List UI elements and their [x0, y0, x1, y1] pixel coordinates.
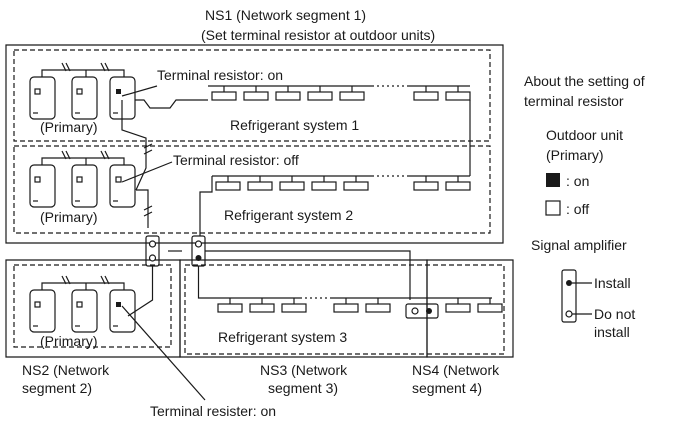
rs2-box: [13, 145, 491, 234]
rs1-signal-wire: [135, 99, 208, 109]
rs2-leader-line: [121, 161, 173, 183]
legend-heading-1: About the setting of: [524, 73, 645, 89]
rs1-indoor-units: [208, 85, 471, 101]
ns4-signal-amp: [405, 303, 439, 319]
legend-amp-symbol: [561, 269, 577, 323]
legend-on-label: : on: [566, 173, 589, 189]
legend-no-install-1: Do not: [594, 306, 635, 322]
rs3-resistor-on-marker: [116, 302, 121, 307]
legend-amp-heading: Signal amplifier: [531, 237, 627, 253]
rs1-primary-label: (Primary): [40, 119, 98, 135]
ns4-label-2: segment 4): [412, 380, 482, 396]
rs2-indoor-units: [212, 175, 471, 191]
legend-install-label: Install: [594, 275, 631, 291]
rs1-outdoor-units: [29, 62, 136, 120]
rs2-resistor-label: Terminal resistor: off: [173, 152, 299, 168]
legend-heading-2: terminal resistor: [524, 93, 624, 109]
ns3-label-1: NS3 (Network: [260, 362, 348, 378]
wire-break-mark: [143, 143, 153, 155]
legend-off-swatch: [545, 200, 561, 216]
ns1-frame: [5, 44, 504, 244]
legend-no-install-dot: [565, 310, 573, 318]
rs1-resistor-on-marker: [116, 89, 121, 94]
legend-on-swatch: [546, 173, 560, 187]
rs1-leader-line: [121, 85, 158, 97]
ns1-subtitle: (Set terminal resistor at outdoor units): [201, 27, 435, 43]
ns1-title: NS1 (Network segment 1): [205, 7, 366, 23]
rs3-indoor-units: [214, 297, 503, 313]
wire-break-mark-2: [143, 205, 153, 217]
signal-amp-not-installed: [145, 235, 160, 267]
legend-off-label: : off: [566, 201, 589, 217]
rs2-primary-label: (Primary): [40, 209, 98, 225]
rs1-box: [13, 49, 491, 142]
rs1-system-label: Refrigerant system 1: [230, 117, 359, 133]
legend-install-dot: [566, 280, 572, 286]
ns4-label-1: NS4 (Network: [412, 362, 500, 378]
amp-to-ns4-wire: [205, 250, 411, 300]
legend-outdoor-2: (Primary): [546, 147, 604, 163]
rs2-to-amp-wire: [199, 176, 213, 236]
rs3-primary-label: (Primary): [40, 333, 98, 349]
legend-no-install-2: install: [594, 324, 630, 340]
rs2-down-wire: [136, 189, 149, 228]
rs3-outdoor-units: [29, 275, 136, 333]
rs3-resistor-label: Terminal resister: on: [150, 403, 276, 419]
ns3-inner-box: [184, 264, 505, 355]
ns3-label-2: segment 3): [268, 380, 338, 396]
amp-to-rs3-outdoor: [127, 266, 154, 317]
ns4-frame: [426, 259, 514, 358]
legend-outdoor-1: Outdoor unit: [546, 127, 623, 143]
rs3-leader-line: [121, 305, 206, 401]
rs1-rs2-link-wire: [121, 100, 147, 191]
amp-to-rs3-indoor: [197, 266, 214, 299]
rs3-system-label: Refrigerant system 3: [218, 329, 347, 345]
ns2-label-1: NS2 (Network: [22, 362, 110, 378]
signal-amp-installed: [191, 235, 206, 267]
ns2-label-2: segment 2): [22, 380, 92, 396]
rs2-resistor-off-marker: [115, 176, 122, 183]
ns2-inner-box: [13, 264, 172, 348]
rs2-system-label: Refrigerant system 2: [224, 207, 353, 223]
rs1-resistor-label: Terminal resistor: on: [157, 67, 283, 83]
legend: About the setting of terminal resistor O…: [524, 73, 645, 340]
rs2-outdoor-units: [29, 150, 136, 208]
